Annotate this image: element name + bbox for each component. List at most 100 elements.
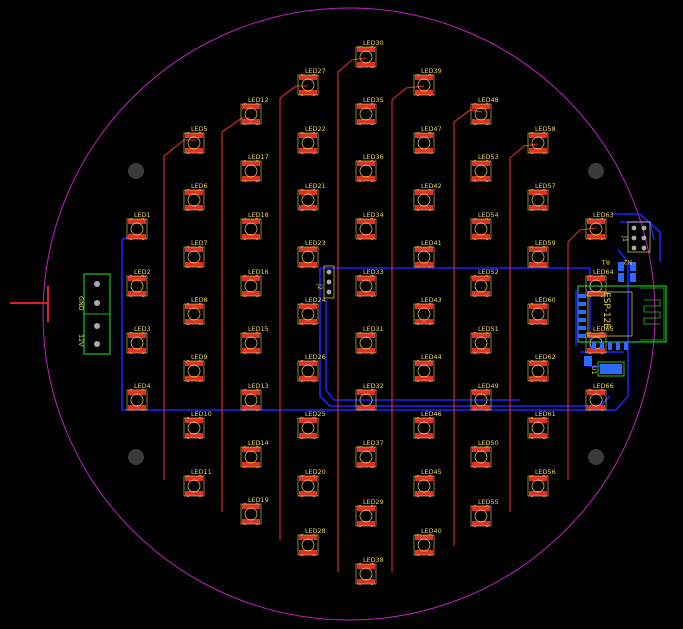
- led-label: LED44: [421, 353, 442, 361]
- led-footprint: LED7: [183, 239, 208, 269]
- led-label: LED33: [363, 268, 384, 276]
- led-label: LED31: [363, 325, 384, 333]
- led-footprint: LED36: [355, 153, 384, 183]
- led-footprint: LED60: [527, 296, 556, 326]
- led-label: LED17: [248, 153, 269, 161]
- led-footprint: LED33: [355, 268, 384, 298]
- led-label: LED6: [191, 182, 208, 190]
- led-label: LED56: [535, 468, 556, 476]
- led-footprint: LED57: [527, 182, 556, 212]
- led-label: LED65: [593, 325, 614, 333]
- led-footprint: LED62: [527, 353, 556, 383]
- led-label: LED16: [248, 268, 269, 276]
- led-label: LED25: [305, 410, 326, 418]
- led-label: LED5: [191, 125, 208, 133]
- led-label: LED15: [248, 325, 269, 333]
- power-gnd-label: GND: [77, 296, 85, 311]
- led-label: LED62: [535, 353, 556, 361]
- bottom-copper-traces: [121, 213, 661, 411]
- led-footprint: LED51: [470, 325, 499, 355]
- led-label: LED51: [478, 325, 499, 333]
- led-label: LED53: [478, 153, 499, 161]
- led-footprint: LED48: [470, 96, 499, 126]
- mounting-hole-icon: [128, 163, 144, 179]
- led-label: LED39: [421, 67, 442, 75]
- header-j1-label: J1: [621, 235, 629, 242]
- led-label: LED38: [363, 556, 384, 564]
- led-footprint: LED55: [470, 498, 499, 528]
- led-label: LED4: [134, 382, 151, 390]
- led-footprint: LED47: [413, 125, 442, 155]
- led-footprint: LED3: [126, 325, 151, 355]
- mounting-holes: [128, 163, 604, 465]
- led-label: LED57: [535, 182, 556, 190]
- power-connector: GND 12V: [77, 273, 111, 355]
- header-j2-label: J2: [316, 283, 324, 290]
- led-footprint: LED45: [413, 468, 442, 498]
- led-label: LED36: [363, 153, 384, 161]
- led-footprint: LED37: [355, 439, 384, 469]
- regulator-u1: U1: [584, 356, 625, 377]
- led-footprint: LED29: [355, 498, 384, 528]
- led-label: LED50: [478, 439, 499, 447]
- mounting-hole-icon: [588, 163, 604, 179]
- led-label: LED9: [191, 353, 208, 361]
- led-label: LED48: [478, 96, 499, 104]
- led-array: LED1LED2LED3LED4LED5LED6LED7LED8LED9LED1…: [126, 39, 614, 586]
- resistor-r2-label: R2: [623, 258, 632, 266]
- led-label: LED60: [535, 296, 556, 304]
- led-label: LED58: [535, 125, 556, 133]
- led-footprint: LED59: [527, 239, 556, 269]
- led-label: LED8: [191, 296, 208, 304]
- led-label: LED47: [421, 125, 442, 133]
- led-label: LED37: [363, 439, 384, 447]
- led-footprint: LED34: [355, 211, 384, 241]
- led-footprint: LED49: [470, 382, 499, 412]
- led-footprint: LED18: [240, 211, 269, 241]
- led-label: LED20: [305, 468, 326, 476]
- led-footprint: LED52: [470, 268, 499, 298]
- led-label: LED40: [421, 527, 442, 535]
- led-label: LED35: [363, 96, 384, 104]
- led-footprint: LED30: [355, 39, 384, 69]
- header-j2: J2: [316, 265, 335, 299]
- led-label: LED28: [305, 527, 326, 535]
- led-footprint: LED28: [297, 527, 326, 557]
- led-footprint: LED22: [297, 125, 326, 155]
- led-footprint: LED53: [470, 153, 499, 183]
- led-footprint: LED38: [355, 556, 384, 586]
- led-footprint: LED4: [126, 382, 151, 412]
- mounting-hole-icon: [588, 449, 604, 465]
- led-label: LED49: [478, 382, 499, 390]
- led-footprint: LED25: [297, 410, 326, 440]
- led-footprint: LED15: [240, 325, 269, 355]
- led-footprint: LED56: [527, 468, 556, 498]
- led-label: LED21: [305, 182, 326, 190]
- led-footprint: LED19: [240, 496, 269, 526]
- resistor-r1: R1: [601, 258, 624, 282]
- probe-marker-icon: [10, 286, 49, 322]
- led-label: LED26: [305, 353, 326, 361]
- mounting-hole-icon: [128, 449, 144, 465]
- resistor-r1-label: R1: [601, 258, 610, 266]
- resistor-r2: R2: [623, 258, 636, 282]
- led-label: LED24: [305, 296, 326, 304]
- led-label: LED10: [191, 410, 212, 418]
- led-footprint: LED21: [297, 182, 326, 212]
- led-footprint: LED46: [413, 410, 442, 440]
- led-label: LED32: [363, 382, 384, 390]
- led-label: LED22: [305, 125, 326, 133]
- led-label: LED19: [248, 496, 269, 504]
- led-footprint: LED40: [413, 527, 442, 557]
- led-footprint: LED20: [297, 468, 326, 498]
- led-label: LED43: [421, 296, 442, 304]
- led-label: LED2: [134, 268, 151, 276]
- led-footprint: LED9: [183, 353, 208, 383]
- led-footprint: LED10: [183, 410, 212, 440]
- led-label: LED7: [191, 239, 208, 247]
- led-label: LED1: [134, 211, 151, 219]
- led-label: LED13: [248, 382, 269, 390]
- led-footprint: LED2: [126, 268, 151, 298]
- esp-module: ESP-12E: [577, 285, 667, 350]
